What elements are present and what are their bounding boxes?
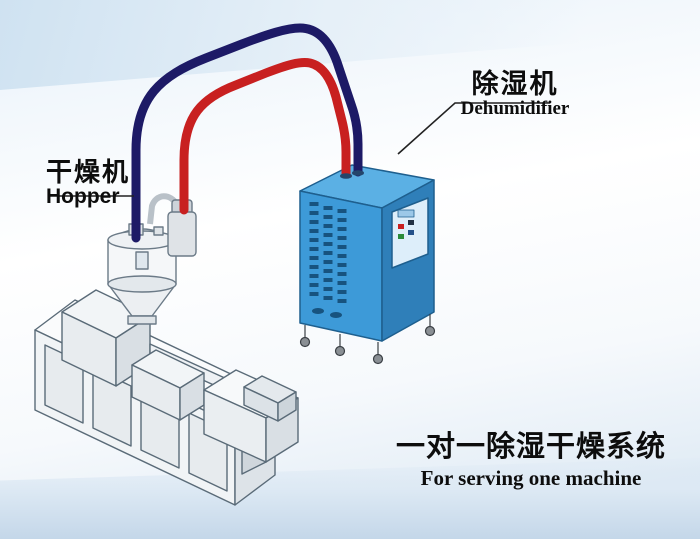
panel-button-blue <box>408 230 414 235</box>
dehumidifier-label-cn: 除湿机 <box>471 69 559 99</box>
dehumidifier-label: 除湿机 Dehumidifier <box>440 69 590 120</box>
system-title: 一对一除湿干燥系统 For serving one machine <box>376 431 686 491</box>
die-head-cap-right <box>277 391 297 422</box>
pipe-inlet-flange <box>340 173 352 179</box>
dehumidifier-leader-line <box>397 102 550 155</box>
caster-wheel <box>372 353 384 365</box>
caster-wheel <box>299 336 311 348</box>
hopper-dryer <box>107 223 177 325</box>
hopper-label-cn: 干燥机 <box>46 157 131 187</box>
hopper-body-bottom <box>107 275 177 293</box>
hopper-label: 干燥机 Hopper <box>46 158 166 209</box>
system-title-en: For serving one machine <box>420 466 642 491</box>
vent-oval <box>330 312 342 318</box>
panel-button-green <box>398 234 404 239</box>
panel-button-dark <box>408 220 414 225</box>
pipe-inlet-flange <box>352 170 364 176</box>
blower-body <box>167 211 197 257</box>
supply-pipe-red <box>179 58 351 215</box>
hopper-sight-glass <box>135 251 149 270</box>
extruder-machine <box>34 289 299 506</box>
return-pipe-navy <box>131 23 363 243</box>
caster-wheel <box>334 345 346 357</box>
dehumidifier-label-en: Dehumidifier <box>460 98 570 120</box>
panel-button-red <box>398 224 404 229</box>
panel-display <box>397 209 415 218</box>
casters <box>299 314 436 365</box>
caster-wheel <box>424 325 436 337</box>
dehumidifier-unit <box>299 164 436 365</box>
hopper-label-en: Hopper <box>46 185 120 209</box>
system-title-cn: 一对一除湿干燥系统 <box>395 431 666 463</box>
vent-oval <box>312 308 324 314</box>
hopper-lid-port-small <box>153 226 164 236</box>
hopper-mount-flange <box>127 315 157 325</box>
